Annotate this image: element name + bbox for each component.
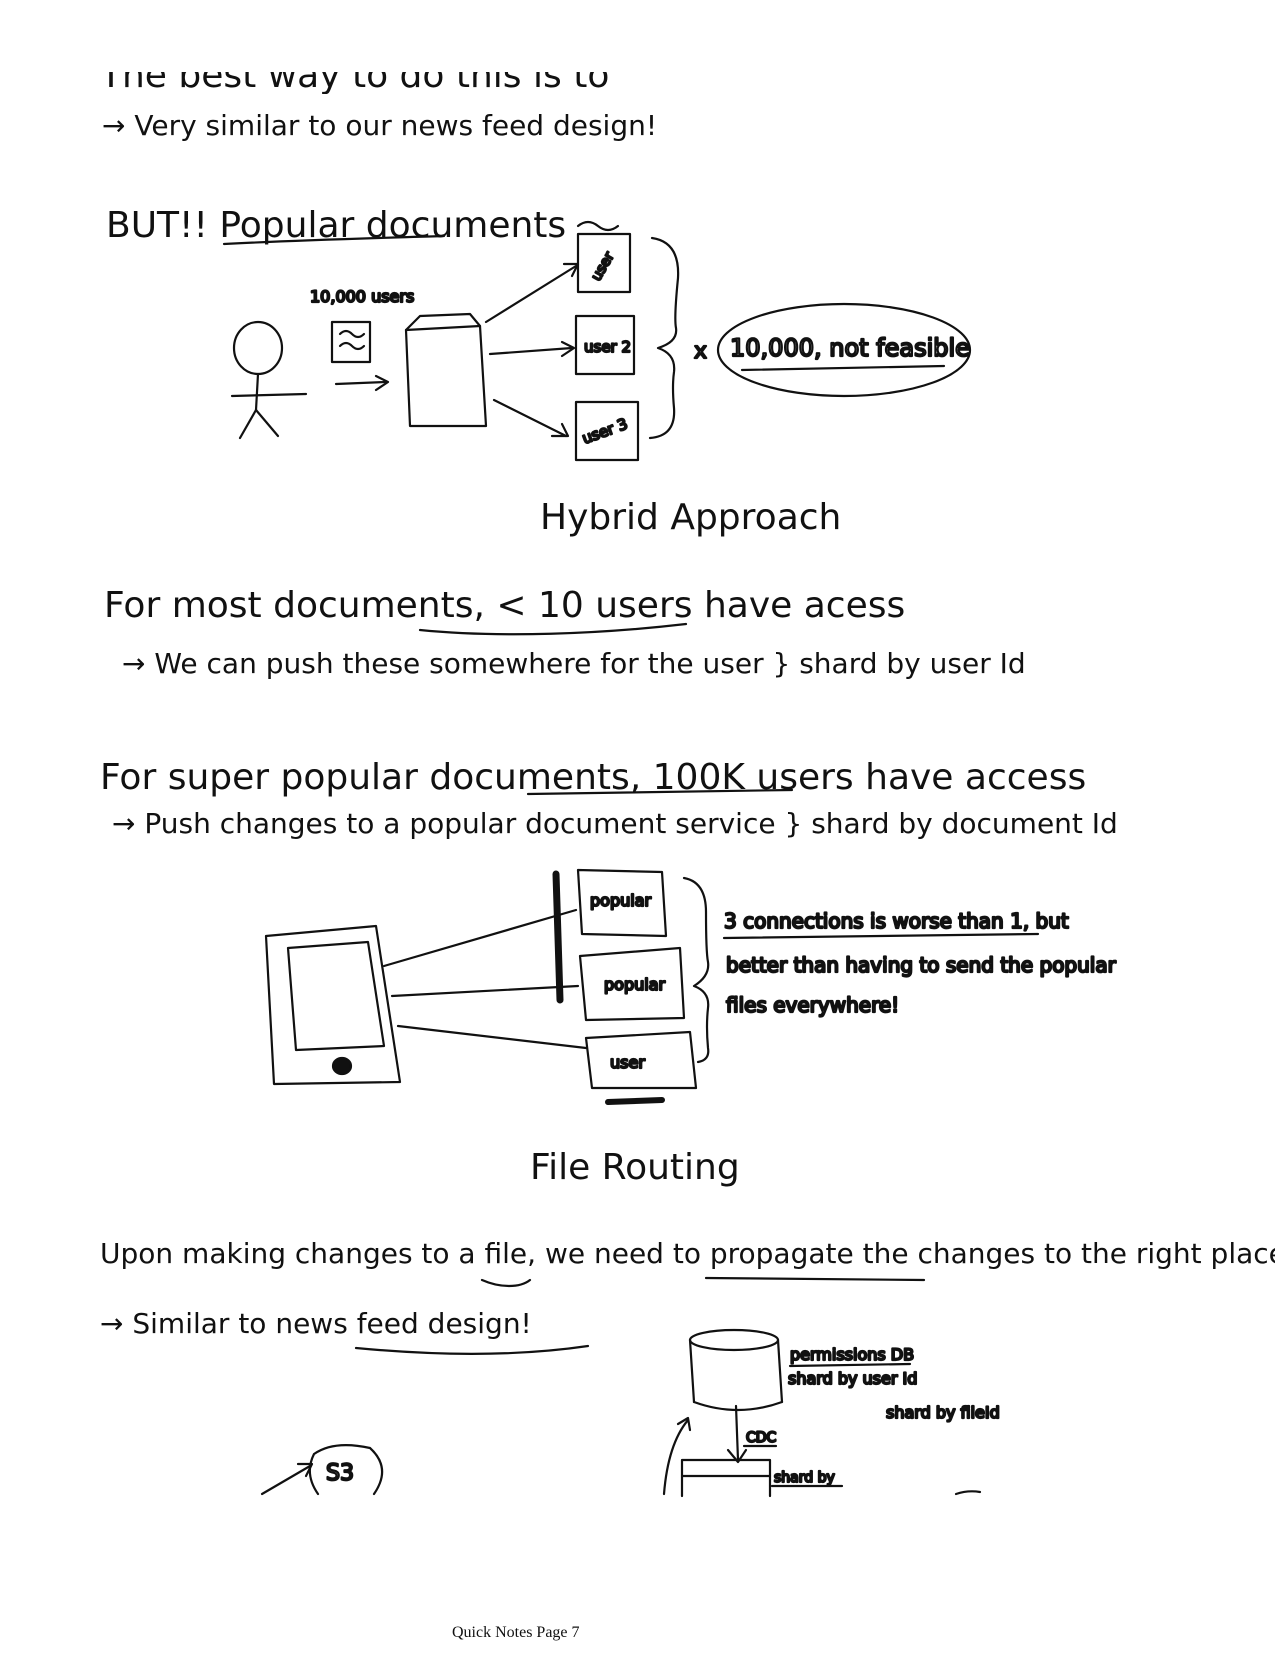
shard-by-fileid-label: shard by fileId: [886, 1403, 1000, 1422]
note-push-somewhere: → We can push these somewhere for the us…: [122, 647, 1026, 680]
underline-file: [480, 1278, 532, 1288]
user-box-1: [576, 232, 632, 294]
permissions-db-icon: [688, 1328, 784, 1412]
note-line-top: The best way to do this is to: [100, 55, 610, 96]
tablet-icon: [264, 924, 402, 1086]
section-title-hybrid-approach: Hybrid Approach: [540, 497, 842, 538]
brace-connections: [682, 876, 710, 1064]
document-icon: [330, 320, 372, 364]
user-box-server-label: user: [610, 1053, 645, 1072]
connection-line-3: [396, 1024, 588, 1050]
connection-line-1: [382, 908, 578, 968]
user-box-3-label: user 3: [580, 415, 630, 448]
arrow-to-server: [334, 380, 388, 386]
connections-note-line-1: 3 connections is worse than 1, but: [724, 909, 1069, 933]
page-footer: Quick Notes Page 7: [452, 1624, 580, 1641]
user-box-server: [584, 1030, 698, 1090]
connections-note-line-3: files everywhere!: [726, 993, 899, 1017]
note-most-documents: For most documents, < 10 users have aces…: [104, 585, 906, 626]
note-push-changes: → Push changes to a popular document ser…: [112, 807, 1118, 840]
arrow-to-user-1: [484, 264, 578, 324]
user-box-2-label: user 2: [584, 338, 631, 356]
stick-figure-icon: [230, 320, 308, 440]
connections-note-line-2: better than having to send the popular: [726, 953, 1117, 977]
not-feasible-label: 10,000, not feasible: [730, 334, 970, 362]
ellipse-not-feasible: [716, 302, 972, 398]
users-count-label: 10,000 users: [310, 287, 414, 306]
db-label-2: shard by user Id: [788, 1369, 917, 1388]
underline-server: [605, 1097, 665, 1105]
underline-100k-users: [526, 788, 794, 796]
note-super-popular: For super popular documents, 100K users …: [100, 757, 1087, 798]
s3-bubble: [308, 1443, 384, 1496]
section-title-file-routing: File Routing: [530, 1147, 740, 1188]
db-label-1: permissions DB: [790, 1345, 914, 1364]
note-line-similar-newsfeed: → Very similar to our news feed design!: [102, 109, 658, 142]
note-similar-newsfeed-2: → Similar to news feed design!: [100, 1307, 532, 1340]
user-box-3: [574, 400, 640, 462]
underline-propagate: [704, 1276, 926, 1282]
popular-box-1: [576, 868, 668, 938]
underline-10-users: [418, 622, 688, 636]
server-box: [404, 312, 488, 428]
shard-by-label: shard by: [774, 1470, 835, 1486]
downstream-box: [680, 1458, 772, 1498]
brace-users: [648, 236, 680, 440]
load-balancer-bar: [552, 870, 564, 1004]
connection-line-2: [390, 984, 580, 998]
arrow-to-user-2: [488, 346, 574, 356]
multiplier-x: x: [694, 339, 707, 364]
user-box-2: [574, 314, 636, 376]
arrow-curve-left: [662, 1418, 690, 1496]
note-upon-making-changes: Upon making changes to a file, we need t…: [100, 1237, 1275, 1270]
heading-but-popular-documents: BUT!! Popular documents: [106, 205, 567, 246]
cdc-label: CDC: [746, 1430, 777, 1446]
popular-box-1-label: popular: [590, 891, 651, 910]
arrow-to-s3: [260, 1464, 312, 1496]
user-box-1-label: user: [589, 249, 618, 284]
arrow-cdc: [734, 1404, 740, 1462]
popular-box-2-label: popular: [604, 975, 665, 994]
underline-popular-documents: [222, 234, 446, 246]
arrow-to-user-3: [492, 398, 568, 438]
s3-label: S3: [326, 1461, 354, 1486]
popular-box-2: [578, 946, 686, 1022]
underline-news-feed: [354, 1344, 590, 1355]
